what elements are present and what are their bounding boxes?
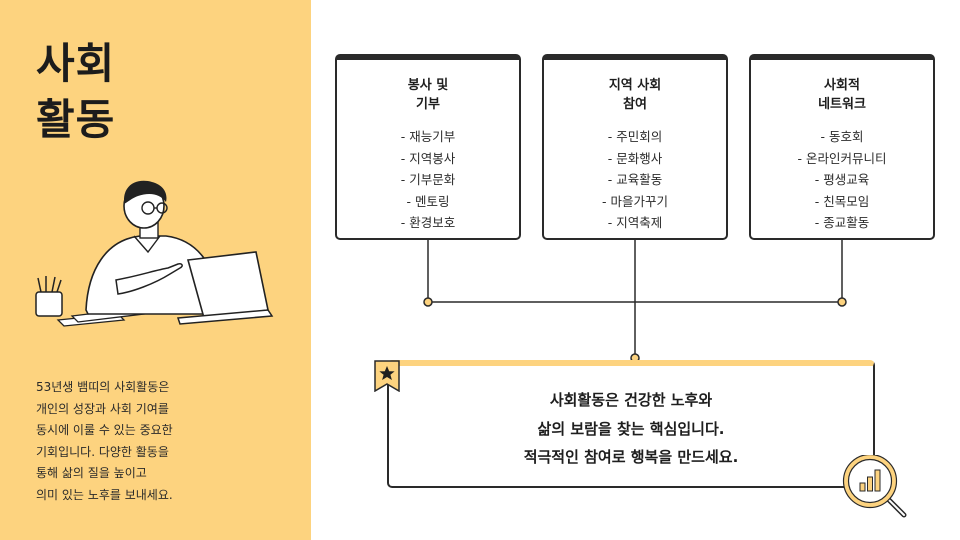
card-title: 사회적 네트워크 [818,78,866,112]
list-item: - 지역축제 [607,215,663,231]
list-item: - 지역봉사 [400,150,456,166]
page-title: 사회 활동 [36,36,115,148]
card-list: - 주민회의 - 문화행사 - 교육활동 - 마을가꾸기 - 지역축제 [544,126,726,234]
man-at-laptop-illustration [35,180,274,327]
list-item: - 온라인커뮤니티 [797,150,887,166]
summary-text: 사회활동은 건강한 노후와 삶의 보람을 찾는 핵심입니다. 적극적인 참여로 … [523,391,739,466]
magnifier-chart-icon [842,455,907,518]
list-item: - 주민회의 [607,129,663,144]
list-item: - 멘토링 [406,193,450,209]
list-item: - 종교활동 [814,215,870,231]
list-item: - 환경보호 [400,215,456,231]
title-line-2: 활동 [36,95,116,144]
card-network: 사회적 네트워크 - 동호회 - 온라인커뮤니티 - 평생교육 - 친목모임 -… [749,54,935,240]
list-item: - 재능기부 [400,129,456,144]
list-item: - 문화행사 [607,150,663,166]
card-list: - 재능기부 - 지역봉사 - 기부문화 - 멘토링 - 환경보호 [337,126,519,234]
list-item: - 평생교육 [814,172,870,188]
card-title: 봉사 및 기부 [407,78,449,112]
list-item: - 친목모임 [814,193,870,209]
card-title: 지역 사회 참여 [608,78,662,112]
list-item: - 동호회 [820,129,864,144]
connector-node [837,297,847,307]
sidebar-description: 53년생 뱀띠의 사회활동은 개인의 성장과 사회 기여를 동시에 이룰 수 있… [36,380,173,502]
star-ribbon-icon [374,360,400,392]
connector-node [423,297,433,307]
list-item: - 마을가꾸기 [602,193,668,209]
list-item: - 기부문화 [400,172,456,188]
card-community: 지역 사회 참여 - 주민회의 - 문화행사 - 교육활동 - 마을가꾸기 - … [542,54,728,240]
summary-box: 사회활동은 건강한 노후와 삶의 보람을 찾는 핵심입니다. 적극적인 참여로 … [387,360,875,488]
card-list: - 동호회 - 온라인커뮤니티 - 평생교육 - 친목모임 - 종교활동 [751,126,933,234]
list-item: - 교육활동 [607,172,663,188]
card-volunteer: 봉사 및 기부 - 재능기부 - 지역봉사 - 기부문화 - 멘토링 - 환경보… [335,54,521,240]
title-line-1: 사회 [36,39,116,88]
